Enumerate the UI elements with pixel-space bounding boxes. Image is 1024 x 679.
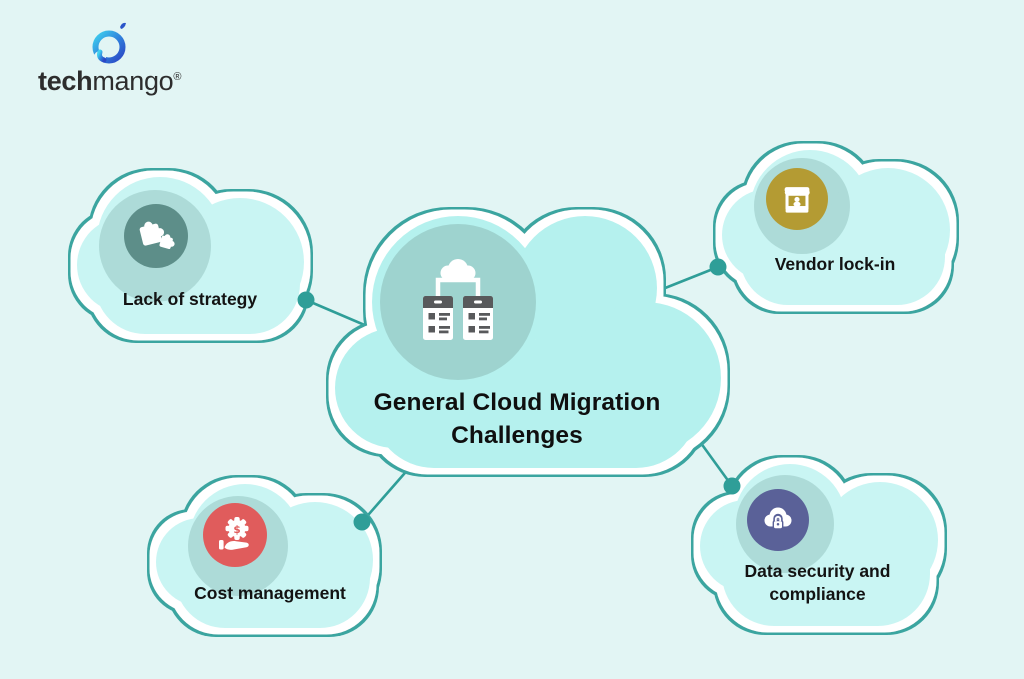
storefront-icon: [784, 187, 810, 213]
connector-line-bottom-left: [360, 456, 420, 524]
registered-mark: ®: [173, 71, 182, 83]
connector-line-bottom-right: [688, 426, 734, 488]
connector-dots: [297, 258, 741, 531]
connector-dot-top-left: [297, 291, 315, 309]
mango-logo-icon: [92, 22, 126, 64]
logo-text-mango: mango: [92, 66, 174, 96]
connector-dot-bottom-left: [353, 513, 371, 531]
cloud-lock-icon: [764, 507, 792, 530]
icon-circle-cost-management: $: [203, 503, 267, 567]
icon-circle-lack-of-strategy: [124, 204, 188, 268]
puzzle-pieces-icon: [139, 221, 175, 249]
techmango-logo: techmango®: [38, 22, 181, 95]
logo-text-tech: tech: [38, 66, 93, 96]
node-label-vendor-lock-in: Vendor lock-in: [774, 254, 896, 274]
cloud-servers-icon: [423, 259, 493, 340]
connector-dot-top-right: [709, 258, 727, 276]
logo-wordmark: techmango®: [38, 68, 181, 95]
node-label-data-security: Data security and compliance: [744, 561, 891, 604]
node-label-cost-management: Cost management: [194, 583, 346, 603]
svg-text:$: $: [233, 524, 240, 536]
central-title: General Cloud Migration Challenges: [373, 389, 661, 449]
node-label-lack-of-strategy: Lack of strategy: [122, 289, 258, 309]
icon-circle-data-security: [747, 489, 809, 551]
icon-circle-vendor-lock-in: [766, 168, 828, 230]
central-icon-circle: [380, 224, 536, 380]
connector-dot-bottom-right: [723, 477, 741, 495]
hand-dollar-gear-icon: $: [219, 517, 249, 550]
